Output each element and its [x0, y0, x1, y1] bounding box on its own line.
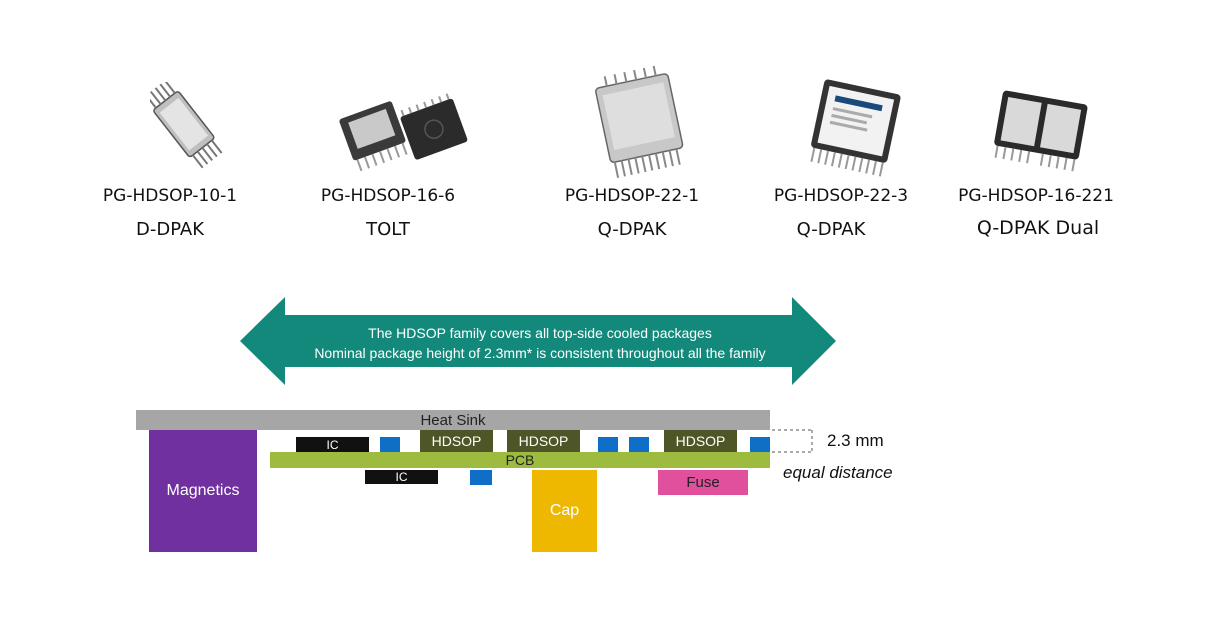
magnetics-block: Magnetics: [149, 430, 257, 552]
ic-top-label: IC: [326, 437, 339, 452]
hdsop-block-2: HDSOP: [507, 430, 580, 452]
package-name-label: PG-HDSOP-16-221: [958, 186, 1114, 206]
hdsop-block-3: HDSOP: [664, 430, 737, 452]
banner-line-2: Nominal package height of 2.3mm* is cons…: [314, 345, 766, 361]
fuse-label: Fuse: [686, 474, 720, 491]
banner-text: The HDSOP family covers all top-side coo…: [240, 323, 840, 363]
package-alias-label: D-DPAK: [135, 219, 205, 240]
blue-component: [470, 470, 492, 485]
package-tolt: [335, 92, 475, 177]
package-alias-label: Q-DPAK: [597, 219, 667, 240]
d-dpak-package-image: [145, 79, 223, 169]
package-alias-label: TOLT: [366, 219, 410, 240]
package-alias-label: Q-DPAK: [796, 219, 866, 240]
q-dpak-22-1-package-image: [595, 65, 684, 178]
q-dpak-22-3-package-image: [810, 79, 901, 177]
package-q-dpak-dual: [985, 85, 1095, 180]
magnetics-label: Magnetics: [166, 482, 240, 499]
package-name-label: PG-HDSOP-10-1: [102, 186, 238, 206]
heat-sink-label: Heat Sink: [420, 411, 486, 429]
cap-label: Cap: [549, 502, 580, 519]
fuse-block: Fuse: [658, 470, 748, 495]
package-q-dpak-22-1: [585, 62, 695, 187]
cap-block: Cap: [532, 470, 597, 552]
package-q-dpak-22-3: [800, 70, 910, 185]
pcb-board: PCB: [270, 452, 770, 468]
q-dpak-dual-package-image: [994, 90, 1088, 172]
hdsop-label: HDSOP: [675, 433, 726, 449]
blue-component: [629, 437, 649, 452]
hdsop-label: HDSOP: [431, 433, 482, 449]
package-alias-label: Q-DPAK Dual: [976, 217, 1100, 239]
package-name-label: PG-HDSOP-22-1: [564, 186, 700, 206]
equal-distance-label: equal distance: [783, 463, 893, 482]
ic-bottom-block: IC: [365, 470, 438, 484]
ic-bottom-label: IC: [395, 470, 408, 484]
hdsop-block-1: HDSOP: [420, 430, 493, 452]
package-name-label: PG-HDSOP-22-3: [773, 186, 909, 206]
package-name-label: PG-HDSOP-16-6: [320, 186, 456, 206]
height-label: 2.3 mm: [827, 431, 884, 450]
pcb-label: PCB: [505, 452, 535, 468]
blue-component: [598, 437, 618, 452]
ic-top-block: IC: [296, 437, 369, 452]
blue-component: [750, 437, 770, 452]
blue-component: [380, 437, 400, 452]
tolt-package-image: [339, 93, 468, 172]
heat-sink: Heat Sink: [136, 410, 770, 430]
banner-line-1: The HDSOP family covers all top-side coo…: [368, 325, 712, 341]
hdsop-label: HDSOP: [518, 433, 569, 449]
package-d-dpak: [145, 79, 230, 187]
